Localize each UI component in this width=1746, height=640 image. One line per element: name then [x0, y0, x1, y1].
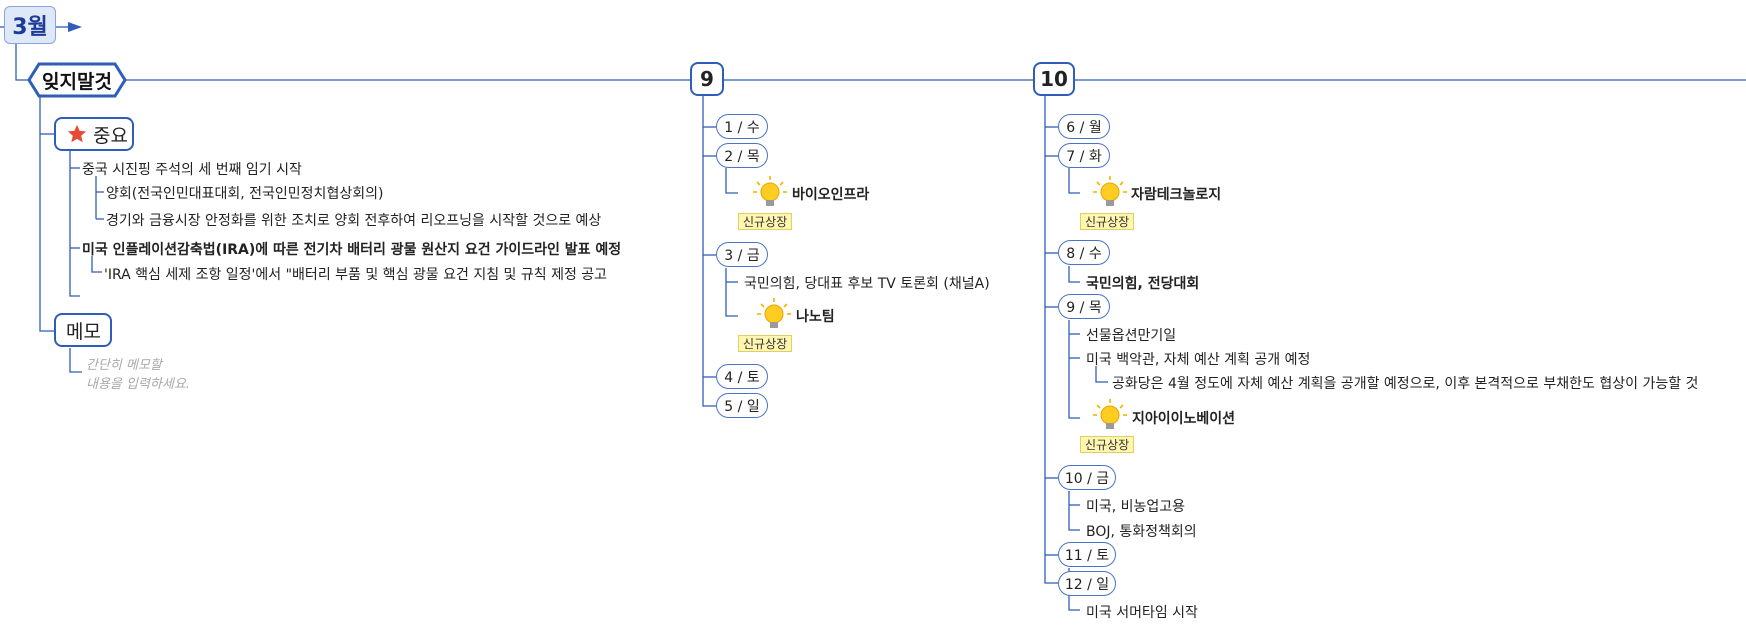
week-node-10[interactable]: 10 [1033, 62, 1075, 96]
memo-line-2[interactable]: 내용을 입력하세요. [86, 377, 190, 392]
day-5-label: 5 / 일 [724, 398, 760, 415]
day-3-label: 3 / 금 [724, 247, 760, 264]
day-6[interactable]: 6 / 월 [1058, 114, 1110, 139]
important-item-1-sub-1[interactable]: 양회(전국인민대표대회, 전국인민정치협상회의) [106, 186, 384, 202]
day-4[interactable]: 4 / 토 [716, 364, 768, 389]
day-9-label: 9 / 목 [1066, 299, 1102, 316]
company-jaram-tech[interactable]: 자람테크놀로지 [1131, 187, 1222, 203]
week-node-9[interactable]: 9 [690, 62, 724, 96]
month-label: 3월 [12, 15, 48, 40]
day-6-label: 6 / 월 [1066, 119, 1102, 136]
day-12[interactable]: 12 / 일 [1058, 571, 1116, 596]
week-10-label: 10 [1040, 67, 1068, 91]
day-10-event-1[interactable]: 미국, 비농업고용 [1086, 499, 1186, 515]
day-7[interactable]: 7 / 화 [1058, 143, 1110, 168]
day-1[interactable]: 1 / 수 [716, 114, 768, 139]
day-10[interactable]: 10 / 금 [1058, 465, 1116, 490]
day-10-label: 10 / 금 [1064, 470, 1110, 487]
lightbulb-icon [1093, 176, 1127, 206]
star-icon [67, 124, 87, 143]
memo-label: 메모 [66, 320, 101, 343]
new-listing-badge: 신규상장 [1080, 436, 1135, 453]
lightbulb-icon [1093, 399, 1127, 429]
day-3[interactable]: 3 / 금 [716, 242, 768, 267]
day-12-label: 12 / 일 [1064, 576, 1110, 593]
company-gi-innovation[interactable]: 지아이이노베이션 [1132, 411, 1236, 427]
important-label: 중요 [93, 124, 128, 147]
day-2-label: 2 / 목 [724, 148, 760, 165]
day-9-event-2-detail[interactable]: 공화당은 4월 정도에 자체 예산 계획을 공개할 예정으로, 이후 본격적으로… [1112, 376, 1699, 392]
company-bioinfra[interactable]: 바이오인프라 [792, 187, 870, 203]
root-label: 잊지말것 [42, 70, 112, 93]
day-12-event-1[interactable]: 미국 서머타임 시작 [1086, 605, 1198, 621]
important-item-2[interactable]: 미국 인플레이션감축법(IRA)에 따른 전기차 배터리 광물 원산지 요건 가… [82, 242, 622, 258]
root-hex-shape[interactable] [27, 62, 127, 98]
important-item-1-sub-2[interactable]: 경기와 금융시장 안정화를 위한 조치로 양회 전후하여 리오프닝을 시작할 것… [106, 213, 602, 229]
day-3-event[interactable]: 국민의힘, 당대표 후보 TV 토론회 (채널A) [744, 276, 990, 292]
day-5[interactable]: 5 / 일 [716, 393, 768, 418]
day-8-event[interactable]: 국민의힘, 전당대회 [1086, 276, 1200, 292]
day-10-event-2[interactable]: BOJ, 통화정책회의 [1086, 524, 1197, 540]
month-node[interactable]: 3월 [4, 6, 56, 44]
day-2[interactable]: 2 / 목 [716, 143, 768, 168]
important-item-2-sub-1[interactable]: 'IRA 핵심 세제 조항 일정'에서 "배터리 부품 및 핵심 광물 요건 지… [104, 267, 608, 283]
new-listing-badge: 신규상장 [738, 335, 793, 352]
important-item-1[interactable]: 중국 시진핑 주석의 세 번째 임기 시작 [82, 162, 302, 178]
lightbulb-icon [753, 176, 787, 206]
day-8-label: 8 / 수 [1066, 245, 1102, 262]
important-node[interactable]: 중요 [54, 117, 134, 151]
memo-line-1[interactable]: 간단히 메모할 [86, 358, 162, 373]
day-11-label: 11 / 토 [1064, 547, 1110, 564]
new-listing-badge: 신규상장 [738, 213, 793, 230]
new-listing-badge: 신규상장 [1080, 213, 1135, 230]
day-1-label: 1 / 수 [724, 119, 760, 136]
memo-node[interactable]: 메모 [54, 313, 112, 347]
company-nanoteam[interactable]: 나노팀 [796, 309, 835, 325]
lightbulb-icon [757, 298, 791, 328]
week-9-label: 9 [700, 67, 714, 91]
day-9-event-2[interactable]: 미국 백악관, 자체 예산 계획 공개 예정 [1086, 352, 1311, 368]
day-9[interactable]: 9 / 목 [1058, 294, 1110, 319]
day-11[interactable]: 11 / 토 [1058, 542, 1116, 567]
day-8[interactable]: 8 / 수 [1058, 240, 1110, 265]
day-7-label: 7 / 화 [1066, 148, 1102, 165]
day-9-event-1[interactable]: 선물옵션만기일 [1086, 328, 1177, 344]
day-4-label: 4 / 토 [724, 369, 760, 386]
